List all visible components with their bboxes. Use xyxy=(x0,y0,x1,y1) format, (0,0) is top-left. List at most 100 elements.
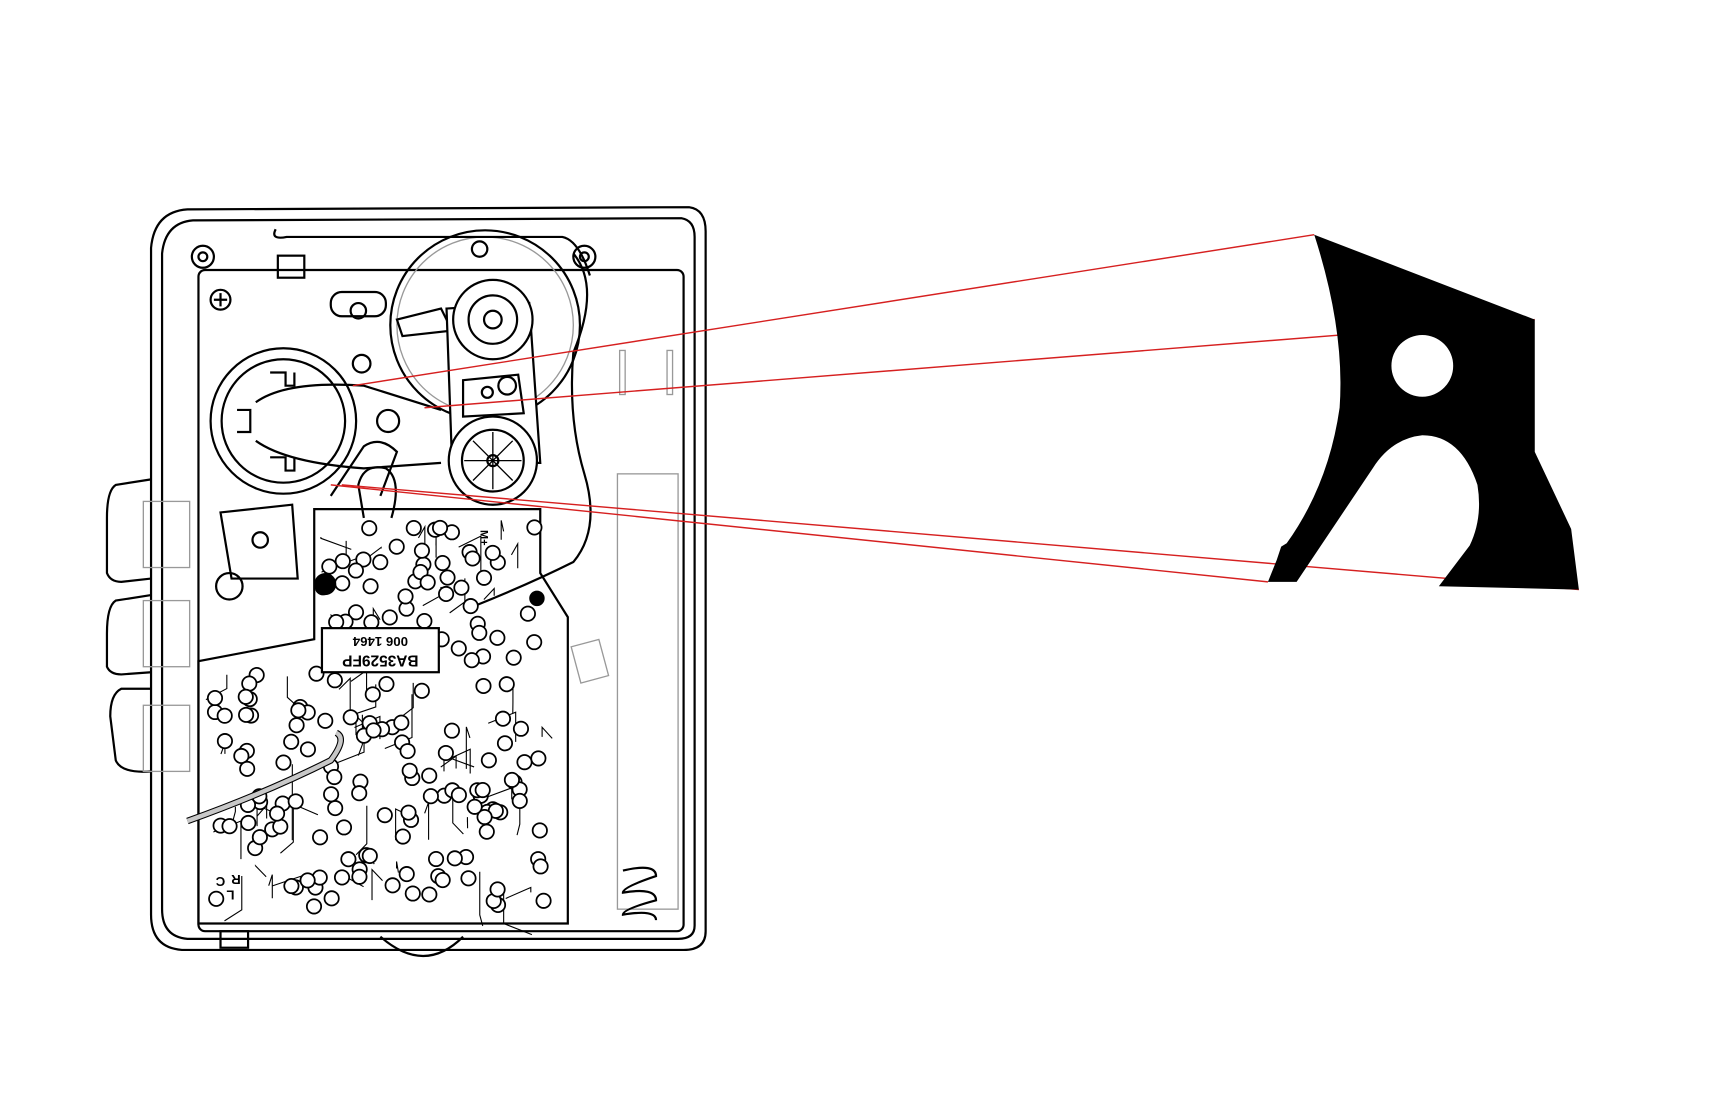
pcb-solder-pad xyxy=(503,771,520,788)
pulley xyxy=(452,278,534,361)
pcb-solder-pad xyxy=(362,578,379,595)
pcb-solder-pad xyxy=(443,722,460,739)
pcb-trace xyxy=(231,806,236,823)
mounting-hole-left xyxy=(314,573,337,596)
pcb-trace xyxy=(465,726,471,769)
pcb-solder-pad xyxy=(471,624,488,641)
pcb-solder-pad xyxy=(321,558,338,575)
pcb-solder-pad xyxy=(463,652,480,669)
pcb-solder-pad xyxy=(480,752,497,769)
pcb-solder-pad xyxy=(532,858,549,875)
pcb-solder-pad xyxy=(413,682,430,699)
circuit-board: BA3529FP 006 1464 L R C M+ xyxy=(186,508,569,936)
pcb-solder-pad xyxy=(516,754,533,771)
pcb-solder-pad xyxy=(489,881,506,898)
pcb-solder-pad xyxy=(372,554,389,571)
pcb-solder-pad xyxy=(431,519,449,536)
chip-part-number: BA3529FP xyxy=(342,652,418,669)
pcb-solder-pad xyxy=(275,754,292,771)
pcb-solder-pad xyxy=(450,640,467,657)
pcb-solder-pad xyxy=(323,786,340,803)
pcb-solder-pad xyxy=(416,613,433,630)
tape-mechanism xyxy=(209,228,592,608)
pcb-solder-pad xyxy=(462,598,479,615)
pcb-solder-pad xyxy=(428,850,445,868)
pcb-solder-pad xyxy=(399,743,416,760)
pcb-solder-pad xyxy=(460,870,477,887)
pcb-solder-pad xyxy=(287,793,304,810)
pcb-solder-pad xyxy=(333,869,351,886)
side-tab-middle xyxy=(105,593,152,676)
pcb-label-left: L xyxy=(226,887,234,902)
pcb-solder-pad xyxy=(476,808,493,826)
pcb-trace xyxy=(384,694,413,750)
callout-line xyxy=(341,484,1579,591)
pcb-solder-pad xyxy=(512,720,530,737)
pcb-solder-pad xyxy=(342,709,359,726)
pcb-solder-pad xyxy=(438,585,455,603)
magnification-callout xyxy=(330,234,1579,591)
pcb-trace xyxy=(280,806,294,854)
pcb-solder-pad xyxy=(351,785,368,802)
pcb-solder-pad xyxy=(526,519,543,536)
pcb-solder-pad xyxy=(326,672,343,689)
hook-spring xyxy=(357,466,397,519)
pcb-solder-pad xyxy=(401,762,418,779)
pcb-solder-pad xyxy=(434,554,451,572)
pcb-trace xyxy=(479,871,484,927)
pcb-solder-pad xyxy=(453,579,470,596)
pcb-solder-pad xyxy=(400,804,417,821)
amplifier-chip: BA3529FP 006 1464 xyxy=(320,627,440,674)
pcb-trace xyxy=(320,537,352,550)
pcb-trace xyxy=(503,891,533,936)
pcb-solder-pad xyxy=(312,829,329,846)
pcb-solder-pad xyxy=(384,877,401,894)
pcb-solder-pad xyxy=(327,800,344,817)
magnified-bracket-part xyxy=(1267,234,1579,590)
pcb-trace xyxy=(424,802,430,840)
pcb-solder-pad xyxy=(251,829,268,846)
pcb-solder-pad xyxy=(535,892,552,909)
pcb-solder-pad xyxy=(439,569,456,586)
pcb-solder-pad xyxy=(335,819,353,836)
screw-hole-top-left xyxy=(190,244,216,269)
pcb-solder-pad xyxy=(237,688,254,705)
pcb-solder-pad xyxy=(305,898,323,915)
pcb-trace xyxy=(398,682,414,720)
callout-line xyxy=(330,484,1269,583)
pcb-trace xyxy=(458,535,482,581)
mounting-hole-right xyxy=(529,590,545,607)
pcb-solder-pad xyxy=(283,733,300,750)
pcb-solder-pad xyxy=(326,768,343,786)
pcb-solder-pad xyxy=(206,689,224,707)
pcb-solder-pad xyxy=(404,885,421,902)
pcb-solder-pad xyxy=(239,760,256,777)
pcb-solder-pad xyxy=(531,822,548,839)
pcb-solder-pad xyxy=(484,544,501,561)
pcb-solder-pad xyxy=(398,866,415,883)
pcb-solder-pad xyxy=(475,569,493,586)
pcb-solder-pad xyxy=(308,665,325,682)
pcb-solder-pad xyxy=(323,890,340,907)
chip-code: 006 1464 xyxy=(352,634,408,649)
pcb-solder-pad xyxy=(393,714,410,731)
pcb-solder-pad xyxy=(413,542,431,559)
pcb-trace xyxy=(268,874,273,899)
pcb-solder-pad xyxy=(394,828,411,845)
pcb-solder-pad xyxy=(378,675,395,693)
pcb-solder-pad xyxy=(299,741,316,758)
pcb-solder-pad xyxy=(361,847,378,864)
pcb-solder-pad xyxy=(530,750,547,767)
pcb-solder-pad xyxy=(288,717,305,734)
pcb-solder-pad xyxy=(238,706,255,723)
pcb-solder-pad xyxy=(221,818,238,835)
pcb-solder-pad xyxy=(269,805,286,822)
pcb-solder-pad xyxy=(340,851,357,868)
pcb-trace xyxy=(510,541,519,569)
pcb-trace xyxy=(366,546,382,559)
pcb-trace xyxy=(440,754,457,769)
pcb-solder-pad xyxy=(466,798,483,815)
player-casing xyxy=(105,206,707,957)
pcb-solder-pad xyxy=(347,562,364,579)
pcb-solder-pad xyxy=(364,686,381,703)
